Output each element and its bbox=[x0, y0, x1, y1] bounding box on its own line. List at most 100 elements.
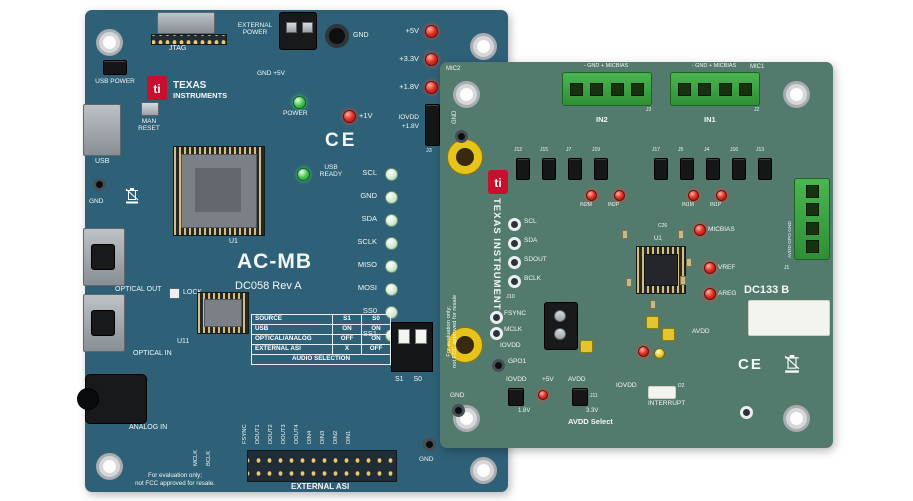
avdd-select-caption: AVDD Select bbox=[568, 417, 613, 426]
gnd-top-label: GND bbox=[452, 110, 458, 124]
cell-s0: ON bbox=[361, 333, 391, 345]
gnd-testpoint bbox=[423, 438, 436, 451]
serial-label-sticker bbox=[748, 300, 830, 336]
mounting-hole bbox=[473, 460, 494, 481]
iovdd-select-jumper bbox=[508, 388, 524, 406]
jumper bbox=[680, 158, 694, 180]
jumper bbox=[568, 158, 582, 180]
power-indicator-led bbox=[538, 390, 548, 400]
u11-label: U11 bbox=[177, 338, 190, 345]
jumper bbox=[516, 158, 530, 180]
board-title: DC133 B bbox=[744, 284, 790, 296]
micbias-led bbox=[694, 224, 706, 236]
in2-label: IN2 bbox=[596, 115, 608, 124]
rail-3v3-led bbox=[425, 53, 438, 66]
avdd-select-jumper bbox=[572, 388, 588, 406]
iovdd2-label: IOVDD bbox=[616, 382, 637, 389]
gpo1-testpoint bbox=[492, 359, 505, 372]
dout3-pin-label: DOUT3 bbox=[281, 424, 287, 444]
cell-source: USB bbox=[251, 323, 333, 335]
terminal-pin-hole bbox=[590, 82, 604, 96]
gnd-testpoint bbox=[93, 178, 106, 191]
in1m-led bbox=[688, 190, 699, 201]
external-power-label: EXTERNAL POWER bbox=[237, 22, 273, 37]
cell-s0: OFF bbox=[361, 343, 391, 355]
j2-label: J2 bbox=[754, 107, 760, 113]
ss0-label: SS0 bbox=[362, 306, 377, 315]
mcu-core bbox=[195, 168, 241, 212]
rail-1v8-led bbox=[425, 81, 438, 94]
col-source: SOURCE bbox=[251, 314, 333, 325]
gnd-testpoint bbox=[452, 404, 465, 417]
mosi-label: MOSI bbox=[357, 283, 377, 292]
optical-out-label: OPTICAL OUT bbox=[115, 286, 162, 293]
gnd-bottom-label: GND bbox=[450, 392, 465, 399]
scl-label: SCL bbox=[362, 168, 377, 177]
mic2-terminal-label: - GND + MICBIAS bbox=[583, 63, 629, 69]
miso-led bbox=[385, 260, 398, 273]
mclk-label: MCLK bbox=[504, 326, 523, 333]
analog-in-barrel bbox=[77, 388, 99, 410]
lock-label: LOCK bbox=[183, 289, 203, 296]
terminal-pin-hole bbox=[805, 240, 819, 254]
table-row: OPTICAL/ANALOG OFF ON bbox=[251, 333, 391, 345]
dip-caption: S1 S0 bbox=[395, 376, 423, 383]
lock-component bbox=[169, 288, 180, 299]
areg-label: AREG bbox=[718, 290, 737, 297]
mounting-hole bbox=[99, 32, 120, 53]
usb-power-jumper bbox=[103, 60, 127, 75]
v33-label: 3.3V bbox=[586, 408, 599, 414]
output-terminal bbox=[794, 178, 830, 260]
gnd-top-label: GND bbox=[353, 32, 369, 39]
terminal-pin-hole bbox=[805, 221, 819, 235]
u1-label: U1 bbox=[654, 236, 662, 242]
brand-texas: TEXAS bbox=[173, 80, 207, 91]
sda-led bbox=[385, 214, 398, 227]
u1-label: U1 bbox=[229, 238, 238, 245]
din1-pin-label: DIN1 bbox=[346, 430, 352, 444]
j15-label: J15 bbox=[540, 147, 549, 153]
rail-1v-label: +1V bbox=[359, 111, 373, 120]
avdd-sel-label: AVDD bbox=[568, 376, 586, 383]
man-reset-label: MAN RESET bbox=[138, 118, 160, 133]
j13-label: J13 bbox=[756, 147, 765, 153]
passive-component bbox=[680, 276, 686, 285]
sclk-label: SCLK bbox=[357, 237, 377, 246]
power-terminal-pin bbox=[302, 22, 313, 33]
standoff bbox=[448, 140, 482, 174]
j4-label: J4 bbox=[704, 147, 710, 153]
iovdd-tp-label: IOVDD bbox=[500, 342, 521, 349]
mounting-hole bbox=[473, 36, 494, 57]
vref-led bbox=[704, 262, 716, 274]
sclk-led bbox=[385, 237, 398, 250]
miso-label: MISO bbox=[357, 260, 377, 269]
external-asi-label: EXTERNAL ASI bbox=[291, 482, 350, 491]
mounting-hole bbox=[456, 84, 477, 105]
usb-ready-led bbox=[297, 168, 310, 181]
interrupt-label: INTERRUPT bbox=[648, 400, 686, 407]
power-label: POWER bbox=[283, 110, 308, 117]
sdout-tp-label: SDOUT bbox=[524, 256, 547, 263]
external-asi-header bbox=[247, 450, 397, 482]
avdd-label: AVDD bbox=[692, 328, 710, 335]
din4-pin-label: DIN4 bbox=[307, 430, 313, 444]
passive-component bbox=[622, 230, 628, 239]
gnd-testpoint bbox=[455, 130, 468, 143]
j19-label: J19 bbox=[592, 147, 601, 153]
dip-switch bbox=[391, 322, 433, 372]
ti-logo-icon: ti bbox=[488, 170, 508, 199]
avdd-jumper-cap bbox=[662, 328, 675, 341]
connector-signal-labels: AVDD GPO GND bbox=[788, 221, 793, 258]
bclk-testpoint bbox=[508, 275, 521, 288]
passive-component bbox=[626, 278, 632, 287]
gnd-jack bbox=[325, 24, 349, 48]
ti-logo-icon: ti bbox=[147, 76, 167, 105]
jumper bbox=[594, 158, 608, 180]
optical-in-connector bbox=[83, 294, 125, 352]
jumper bbox=[654, 158, 668, 180]
j17-label: J17 bbox=[652, 147, 661, 153]
interrupt-led bbox=[648, 386, 676, 399]
mic1-terminal-label: - GND + MICBIAS bbox=[691, 63, 737, 69]
din2-pin-label: DIN2 bbox=[333, 430, 339, 444]
jumper bbox=[542, 158, 556, 180]
